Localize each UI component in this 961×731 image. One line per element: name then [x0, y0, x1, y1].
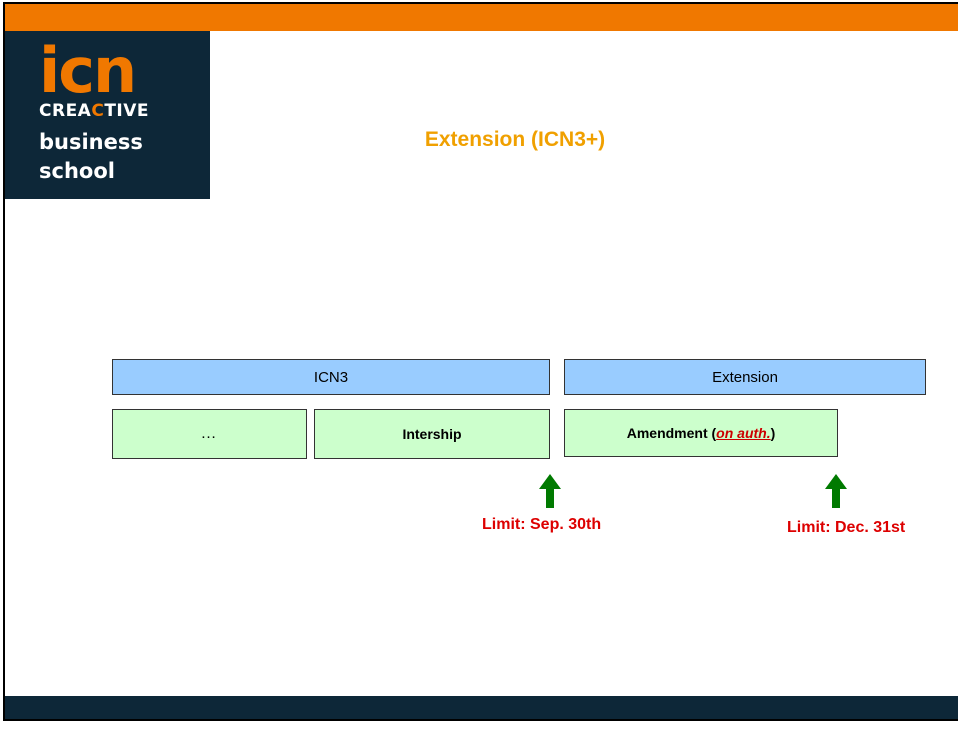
top-accent-bar	[5, 4, 958, 31]
limit-sep-label: Limit: Sep. 30th	[482, 516, 602, 533]
intership-label: Intership	[402, 426, 462, 442]
ellipsis-label: …	[200, 425, 219, 442]
logo-icn-text: icn	[39, 34, 137, 107]
amendment-prefix: Amendment (	[626, 425, 717, 441]
logo-school: school	[39, 159, 115, 183]
on-auth-link[interactable]: on auth.	[716, 425, 771, 441]
amendment-box: Amendment (on auth.)	[564, 409, 838, 457]
amendment-suffix: )	[770, 425, 776, 441]
extension-label: Extension	[712, 368, 778, 386]
intership-box: Intership	[314, 409, 550, 459]
logo-creactive: CREACTIVE	[39, 101, 149, 121]
logo-tive: TIVE	[104, 101, 150, 121]
slide-title: Extension (ICN3+)	[424, 128, 606, 151]
logo-crea: CREA	[39, 101, 92, 121]
logo-business: business	[39, 130, 143, 154]
icn3-label: ICN3	[313, 368, 349, 386]
bottom-bar	[5, 696, 958, 719]
extension-phase-bar: Extension	[564, 359, 926, 395]
logo-c-accent: C	[91, 101, 105, 121]
icn3-phase-bar: ICN3	[112, 359, 550, 395]
icn-logo: icn CREACTIVE business school	[5, 31, 210, 199]
slide: icn CREACTIVE business school Extension …	[3, 2, 958, 721]
ellipsis-box: …	[112, 409, 307, 459]
up-arrow-icon	[539, 474, 561, 508]
limit-dec-label: Limit: Dec. 31st	[787, 519, 906, 536]
up-arrow-icon	[825, 474, 847, 508]
